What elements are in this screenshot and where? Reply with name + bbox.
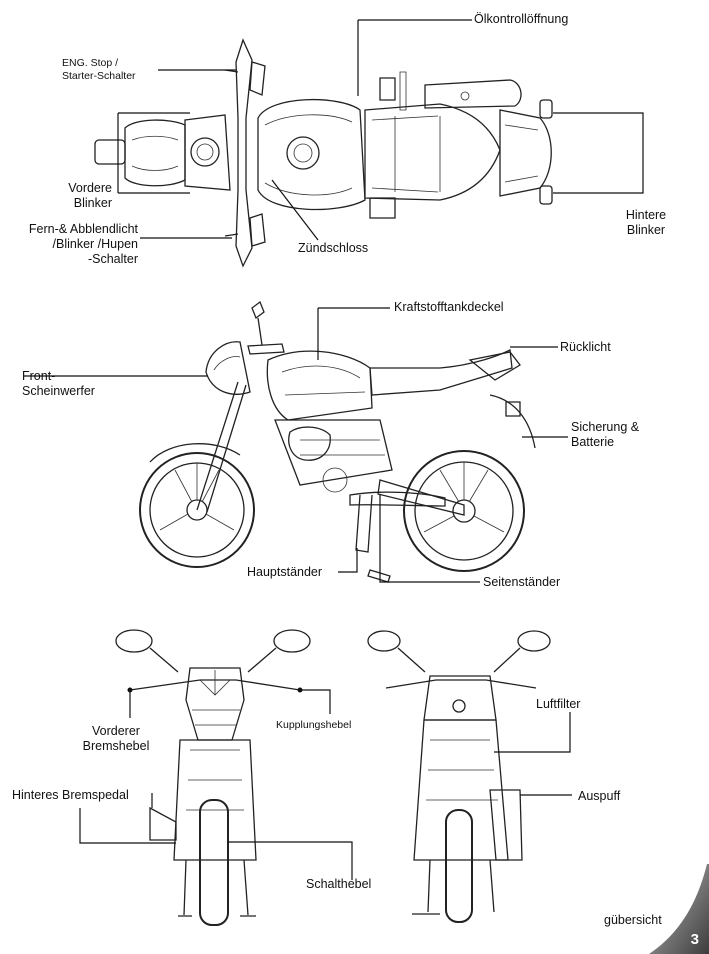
label-main-stand: Hauptständer xyxy=(247,565,323,579)
label-light-switch-line3: -Schalter xyxy=(87,252,138,266)
label-exhaust: Auspuff xyxy=(578,789,621,803)
top-view-drawing xyxy=(94,38,553,268)
rear-view-leaders xyxy=(494,712,572,796)
section-footer: gübersicht xyxy=(604,913,662,927)
label-shift: Schalthebel xyxy=(306,877,372,891)
label-light-switch-line2: /Blinker /Hupen xyxy=(52,237,138,251)
label-fuel-cap: Kraftstofftankdeckel xyxy=(394,300,504,314)
label-front-brake: Vorderer Bremshebel xyxy=(66,724,166,754)
top-view-leaders xyxy=(117,19,644,241)
label-light-switch-line1: Fern-& Abblendlicht xyxy=(28,222,138,236)
label-front-blinker: Vordere Blinker xyxy=(42,181,112,211)
label-ignition: Zündschloss xyxy=(298,241,369,255)
label-rear-blinker-line2: Blinker xyxy=(626,223,666,237)
label-clutch: Kupplungshebel xyxy=(276,719,352,731)
label-rear-brake: Hinteres Bremspedal xyxy=(12,788,129,802)
label-eng-stop-line2: Starter-Schalter xyxy=(62,70,136,82)
side-view-leaders xyxy=(24,307,568,583)
label-fuse-line1: Sicherung & xyxy=(571,420,640,434)
label-eng-stop-line1: ENG. Stop / xyxy=(62,57,119,69)
label-air-filter: Luftfilter xyxy=(536,697,581,711)
page-number: 3 xyxy=(690,931,699,948)
label-headlight-line2: Scheinwerfer xyxy=(22,384,95,398)
page-corner-tab xyxy=(649,864,709,954)
label-oil-check: Ölkontrollöffnung xyxy=(474,12,569,26)
label-headlight-line1: Front- xyxy=(22,369,56,383)
front-view-drawing xyxy=(115,629,311,926)
label-rear-blinker: Hintere Blinker xyxy=(616,208,676,238)
label-fuse-battery: Sicherung & Batterie xyxy=(571,420,639,450)
label-rear-blinker-line1: Hintere xyxy=(625,208,667,222)
label-front-brake-line2: Bremshebel xyxy=(82,739,150,753)
side-view-drawing xyxy=(139,300,536,583)
front-view-leaders xyxy=(79,689,353,880)
label-fuse-line2: Batterie xyxy=(571,435,615,449)
rear-view-drawing xyxy=(367,630,551,923)
label-light-switch: Fern-& Abblendlicht /Blinker /Hupen -Sch… xyxy=(0,222,138,267)
label-tail-light: Rücklicht xyxy=(560,340,611,354)
label-headlight: Front- Scheinwerfer xyxy=(22,369,95,399)
label-side-stand: Seitenständer xyxy=(483,575,561,589)
label-front-blinker-line2: Blinker xyxy=(73,196,112,210)
label-front-blinker-line1: Vordere xyxy=(68,181,112,195)
label-eng-stop: ENG. Stop / Starter-Schalter xyxy=(62,57,136,83)
label-front-brake-line1: Vorderer xyxy=(92,724,140,738)
